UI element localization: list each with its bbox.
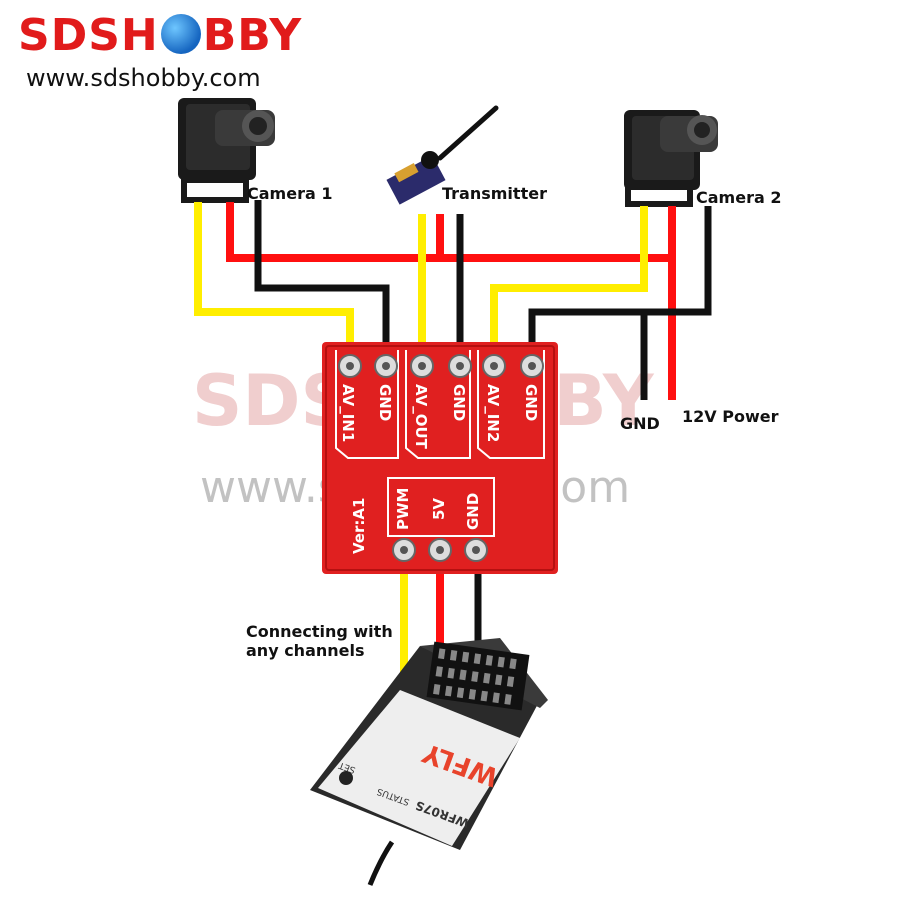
receiver: WFLY WFR07S STATUS SET (310, 638, 548, 886)
label-connecting-line1: Connecting with (246, 622, 393, 641)
switch-board (322, 342, 558, 574)
pin-gnd-3 (520, 354, 544, 378)
pin-label-5v: 5V (430, 498, 448, 520)
receiver-pin-header (426, 641, 530, 711)
pin-pwm (392, 538, 416, 562)
brand-url: www.sdshobby.com (26, 64, 261, 92)
pin-av-in2 (482, 354, 506, 378)
pin-gnd-1 (374, 354, 398, 378)
pin-gnd-2 (448, 354, 472, 378)
pin-label-pwm: PWM (394, 488, 412, 530)
label-connecting-line2: any channels (246, 641, 365, 660)
pin-av-in1 (338, 354, 362, 378)
camera-2 (624, 110, 718, 207)
receiver-antenna (367, 840, 395, 886)
camera-1 (178, 98, 275, 203)
pin-gnd-bottom (464, 538, 488, 562)
transmitter (386, 105, 499, 205)
brand-logo-text-left: SDSH (18, 10, 159, 61)
board-version: Ver:A1 (350, 498, 368, 554)
board-pin-labels: AV_IN1 GND AV_OUT GND AV_IN2 GND PWM 5V … (339, 384, 540, 554)
label-camera-1: Camera 1 (247, 184, 333, 203)
label-transmitter: Transmitter (442, 184, 547, 203)
pin-label-av-out: AV_OUT (412, 384, 430, 450)
wires-top (194, 200, 712, 400)
pin-label-av-in1: AV_IN1 (339, 384, 357, 442)
pin-label-gnd-1: GND (376, 384, 394, 421)
pin-av-out (410, 354, 434, 378)
brand-logo-text-right: BBY (202, 10, 303, 61)
label-camera-2: Camera 2 (696, 188, 782, 207)
globe-icon (160, 14, 201, 54)
pin-label-gnd-2: GND (450, 384, 468, 421)
label-gnd: GND (620, 414, 660, 433)
brand-logo: SDSH BBY (18, 10, 302, 61)
label-12v-power: 12V Power (682, 407, 779, 426)
pin-label-gnd-bottom: GND (464, 493, 482, 530)
board-pins-bottom (392, 538, 488, 562)
board-pins-top (338, 354, 544, 378)
pin-label-gnd-3: GND (522, 384, 540, 421)
receiver-set-button (339, 771, 353, 785)
pin-label-av-in2: AV_IN2 (484, 384, 502, 442)
pin-5v (428, 538, 452, 562)
